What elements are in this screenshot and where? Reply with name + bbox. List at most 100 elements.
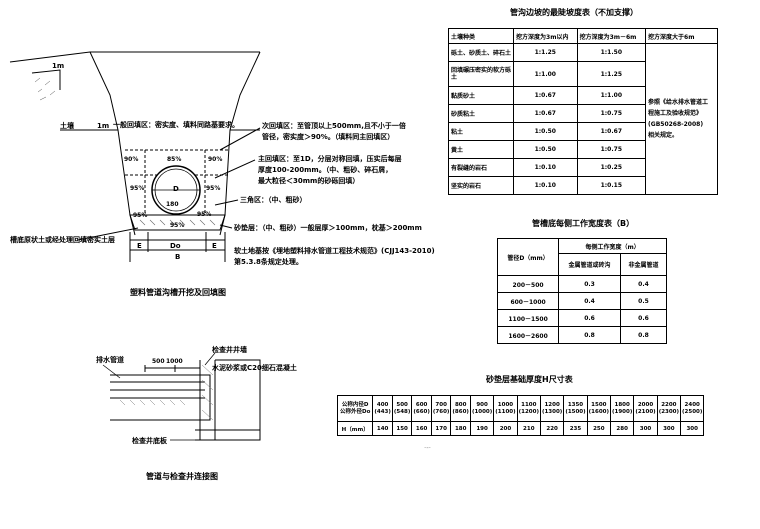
table-cell: 500(548) xyxy=(391,395,413,422)
table-cell: 坚实的岩石 xyxy=(447,176,515,195)
pct-label: 85% xyxy=(167,156,182,163)
dim-b: B xyxy=(175,253,181,261)
sand-diam-bottom: (1300) xyxy=(541,408,563,415)
table-cell: 回填碾压密实的软方砾土 xyxy=(447,61,515,87)
slope-note: 相关规定。 xyxy=(648,132,679,139)
sand-diam-top: 2000 xyxy=(637,401,654,408)
table-cell: 160 xyxy=(411,421,432,436)
sand-diam-top: 2200 xyxy=(661,401,677,408)
sand-diam-bottom: (1100) xyxy=(495,408,516,415)
table-cell: 0.4 xyxy=(619,275,668,293)
table-cell: 200 xyxy=(493,421,518,436)
sand-diam-top: 900 xyxy=(476,401,488,408)
table-cell: 700(760) xyxy=(430,395,452,422)
general-fill-label: 一般回填区：密实度、填料同路基要求。 xyxy=(113,121,239,129)
sand-diam-bottom: (660) xyxy=(413,408,430,415)
main-leader xyxy=(214,159,256,179)
table-row: 1600－2600 0.8 0.8 xyxy=(496,326,668,344)
sand-header-outer: 公称外径Do xyxy=(340,408,371,415)
sand-bed xyxy=(129,214,226,231)
table-cell: 砾土、砂质土、碎石土 xyxy=(447,43,515,62)
drain-pipe-label: 排水管道 xyxy=(96,356,124,364)
table-cell: 1:0.10 xyxy=(513,176,578,195)
header-cell: 挖方深度为3m以内 xyxy=(513,28,578,44)
table-cell: 1:1.50 xyxy=(576,43,647,62)
sand-diam-bottom: (1900) xyxy=(612,408,633,415)
sand-diam-top: 600 xyxy=(415,401,428,408)
table-cell: 1800(1900) xyxy=(609,395,635,422)
secondary-fill-label-1: 次回填区：至管顶以上500mm,且不小于一倍 xyxy=(262,122,406,130)
dim-e-right: E xyxy=(212,242,217,250)
bottom-soil-label: 槽底原状土或经处理回填密实土层 xyxy=(10,236,115,244)
table-cell: 1100－1500 xyxy=(496,309,560,327)
sand-table-title: 砂垫层基础厚度H尺寸表 xyxy=(486,375,573,384)
pct-label: 95% xyxy=(133,212,148,219)
table-cell: 300 xyxy=(656,421,682,436)
ground-line xyxy=(9,51,260,63)
secondary-leader xyxy=(219,127,261,151)
table-cell: 190 xyxy=(469,421,495,436)
table-cell: 1:0.15 xyxy=(576,176,647,195)
pct-label: 90% xyxy=(124,156,139,163)
table-cell: 2000(2100) xyxy=(633,395,658,422)
pipe-d-label: D xyxy=(173,185,179,193)
table-cell: 0.8 xyxy=(558,326,621,344)
pct-label: 95% xyxy=(130,185,145,192)
table-row: 坚实的岩石 1:0.10 1:0.15 xyxy=(447,176,718,195)
width-table: 管径D（mm） 每侧工作宽度（m） 金属管道或砖沟 非金属管道 200－500 … xyxy=(496,238,668,344)
table-cell: 1:1.00 xyxy=(576,86,647,105)
table-cell: 1:0.67 xyxy=(513,86,578,105)
table-row: 公称内径D 公称外径Do 400(443)500(548)600(660)700… xyxy=(336,395,705,422)
table-cell: 300 xyxy=(633,421,658,436)
foundation-label-2: 第5.3.8条规定处理。 xyxy=(234,258,303,266)
stray-mark: ·-· xyxy=(424,444,431,452)
sand-diam-top: 1500 xyxy=(591,401,607,408)
table-cell: 0.6 xyxy=(558,309,621,327)
header-cell: 非金属管道 xyxy=(619,253,668,276)
table-cell: 800(860) xyxy=(450,395,471,422)
sand-diam-bottom: (860) xyxy=(452,408,469,415)
table-cell: 砂质粘土 xyxy=(447,104,515,123)
sand-bed-label: 砂垫层：（中、粗砂）一般层厚＞100mm，枕基＞200mm xyxy=(234,224,422,232)
sand-hatch xyxy=(139,219,216,226)
slope-1m-mark xyxy=(31,69,61,90)
table-cell: 250 xyxy=(586,421,612,436)
main-fill-label-2: 厚度100-200mm。（中、粗砂、碎石屑， xyxy=(258,166,393,174)
table-cell: 210 xyxy=(516,421,541,436)
sand-diam-bottom: (2100) xyxy=(635,408,656,415)
slope-table-title: 管沟边坡的最陡坡度表（不加支撑） xyxy=(510,8,638,17)
table-cell: 200－500 xyxy=(496,275,560,293)
table-cell: 1:0.50 xyxy=(513,122,578,141)
pct-label: 90% xyxy=(208,156,223,163)
sand-table: 公称内径D 公称外径Do 400(443)500(548)600(660)700… xyxy=(336,395,705,436)
sand-diam-top: 1800 xyxy=(614,401,630,408)
connection-lines xyxy=(102,352,261,441)
header-cell: 公称内径D 公称外径Do xyxy=(336,395,374,422)
table-cell: 1200(1300) xyxy=(539,395,565,422)
slope-note: 参照《给水排水管道工 xyxy=(648,99,709,106)
sand-diam-top: 1350 xyxy=(567,401,584,408)
slope-table: 土壤种类 挖方深度为3m以内 挖方深度为3m－6m 挖方深度大于6m 砾土、砂质… xyxy=(447,28,718,195)
table-cell: 1600－2600 xyxy=(496,326,560,344)
table-cell: 0.6 xyxy=(619,309,668,327)
table-cell: 黏质砂土 xyxy=(447,86,515,105)
secondary-fill-label-2: 管径，密实度＞90%。（填料同主回填区） xyxy=(262,133,395,141)
table-cell: 300 xyxy=(680,421,705,436)
table-cell: 2200(2300) xyxy=(656,395,682,422)
main-fill-label-3: 最大粒径＜30mm的砂砾回填） xyxy=(258,177,360,185)
sand-diam-bottom: (548) xyxy=(393,408,411,415)
trench-left-slope xyxy=(89,51,136,236)
slope-note: (GB50268-2008) xyxy=(648,121,704,128)
table-cell: 粘土 xyxy=(447,122,515,141)
header-cell: 挖方深度大于6m xyxy=(645,28,718,44)
bottom-left-leader xyxy=(77,227,139,241)
connection-hatch xyxy=(119,364,214,421)
table-row: 600－1000 0.4 0.5 xyxy=(496,292,668,310)
sand-diam-bottom: (2300) xyxy=(658,408,680,415)
table-cell: 180 xyxy=(450,421,471,436)
sand-diam-bottom: (1200) xyxy=(518,408,539,415)
table-row: 1100－1500 0.6 0.6 xyxy=(496,309,668,327)
slope-hatch xyxy=(34,77,56,101)
table-cell: 900(1000) xyxy=(469,395,495,422)
